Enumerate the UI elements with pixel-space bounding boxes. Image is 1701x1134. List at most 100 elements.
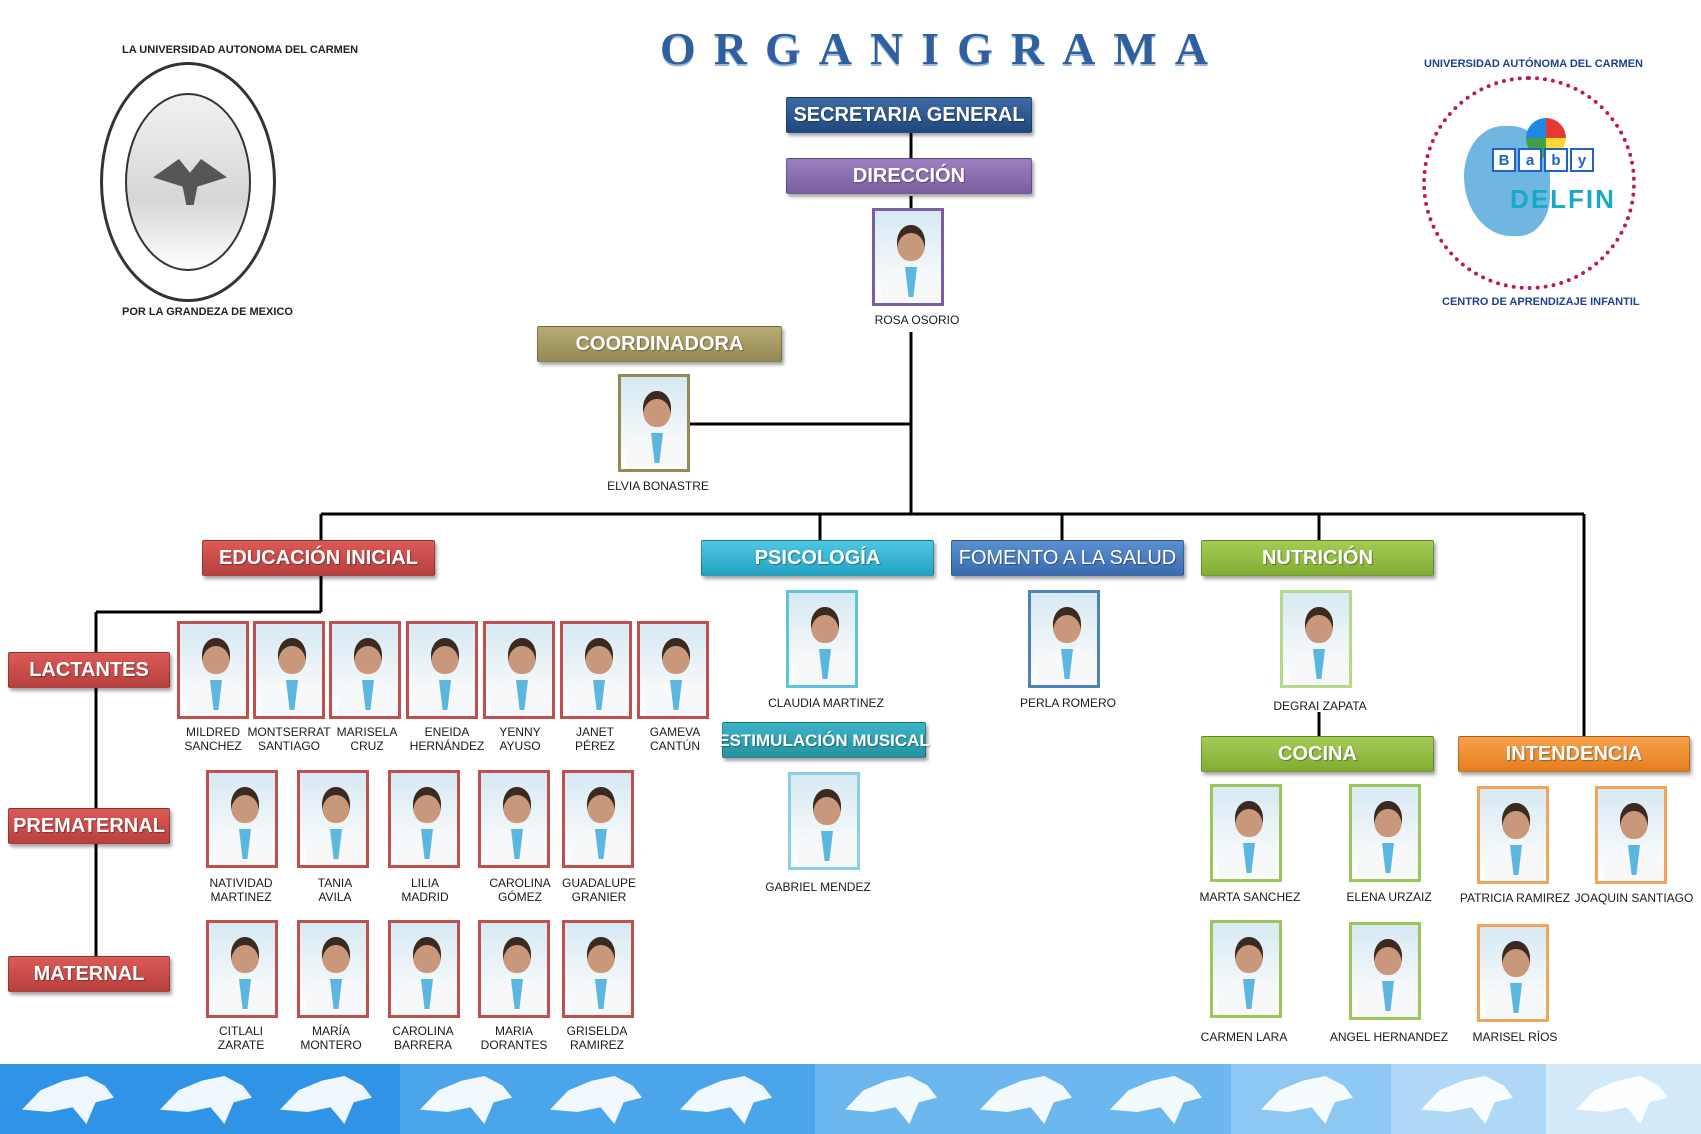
name-estimulacion: GABRIEL MENDEZ bbox=[765, 880, 871, 894]
block-a: a bbox=[1518, 148, 1542, 172]
footer-segment-5 bbox=[1391, 1064, 1546, 1134]
photo-maternal-5 bbox=[562, 920, 634, 1018]
photo-claudia-martinez bbox=[786, 590, 858, 688]
photo-perla-romero bbox=[1028, 590, 1100, 688]
photo-prematernal-2 bbox=[297, 770, 369, 868]
dolphin-icon bbox=[845, 1076, 937, 1124]
name-lactante-2: MONTSERRAT SANTIAGO bbox=[247, 725, 331, 753]
baby-blocks: B a b y bbox=[1492, 148, 1594, 172]
footer-segment-4 bbox=[1231, 1064, 1391, 1134]
dolphin-icon bbox=[1421, 1076, 1513, 1124]
photo-lactante-5 bbox=[483, 621, 555, 719]
name-cocina-4: ANGEL HERNANDEZ bbox=[1329, 1030, 1449, 1044]
block-b: B bbox=[1492, 148, 1516, 172]
photo-cocina-3 bbox=[1210, 920, 1282, 1018]
name-intendencia-2: JOAQUIN SANTIAGO bbox=[1574, 891, 1694, 905]
name-maternal-5: GRISELDA RAMIREZ bbox=[566, 1024, 628, 1052]
logo-ring bbox=[1422, 76, 1636, 290]
name-lactante-5: YENNY AYUSO bbox=[499, 725, 541, 753]
photo-lactante-7 bbox=[637, 621, 709, 719]
seal-text-top: LA UNIVERSIDAD AUTONOMA DEL CARMEN bbox=[122, 44, 359, 56]
photo-maternal-3 bbox=[388, 920, 460, 1018]
name-prematernal-4: CAROLINA GÓMEZ bbox=[489, 876, 551, 904]
name-cocina-1: MARTA SANCHEZ bbox=[1199, 890, 1301, 904]
name-prematernal-2: TANIA AVILA bbox=[317, 876, 353, 904]
box-direccion: DIRECCIÓN bbox=[786, 158, 1032, 194]
dolphin-icon bbox=[680, 1076, 772, 1124]
photo-cocina-1 bbox=[1210, 784, 1282, 882]
photo-prematernal-4 bbox=[478, 770, 550, 868]
block-y: y bbox=[1570, 148, 1594, 172]
name-direccion: ROSA OSORIO bbox=[874, 313, 960, 327]
name-prematernal-3: LILIA MADRID bbox=[401, 876, 449, 904]
name-lactante-6: JANET PÉREZ bbox=[574, 725, 615, 753]
name-prematernal-5: GUADALUPE GRANIER bbox=[561, 876, 637, 904]
dolphin-icon bbox=[420, 1076, 512, 1124]
seal-inner bbox=[125, 93, 251, 271]
box-fomento-salud: FOMENTO A LA SALUD bbox=[951, 540, 1184, 576]
box-coordinadora: COORDINADORA bbox=[537, 326, 782, 362]
footer-segment-2 bbox=[400, 1064, 815, 1134]
name-lactante-1: MILDRED SANCHEZ bbox=[184, 725, 242, 753]
name-prematernal-1: NATIVIDAD MARTINEZ bbox=[209, 876, 273, 904]
photo-maternal-4 bbox=[478, 920, 550, 1018]
photo-maternal-1 bbox=[206, 920, 278, 1018]
photo-intendencia-2 bbox=[1595, 786, 1667, 884]
baby-delfin-logo: B a b y DELFIN bbox=[1418, 70, 1640, 300]
photo-prematernal-3 bbox=[388, 770, 460, 868]
logo-text-top: UNIVERSIDAD AUTÓNOMA DEL CARMEN bbox=[1424, 58, 1643, 70]
dolphin-icon bbox=[280, 1076, 372, 1124]
name-cocina-2: ELENA URZAIZ bbox=[1346, 890, 1432, 904]
photo-degrai-zapata bbox=[1280, 590, 1352, 688]
logo-word: DELFIN bbox=[1510, 184, 1616, 214]
dolphin-icon bbox=[1110, 1076, 1202, 1124]
dolphin-icon bbox=[22, 1076, 114, 1124]
dolphin-icon bbox=[550, 1076, 642, 1124]
name-maternal-1: CITLALI ZARATE bbox=[217, 1024, 265, 1052]
footer-segment-6 bbox=[1546, 1064, 1701, 1134]
name-maternal-3: CAROLINA BARRERA bbox=[392, 1024, 454, 1052]
dolphin-icon bbox=[160, 1076, 252, 1124]
photo-lactante-6 bbox=[560, 621, 632, 719]
dolphin-icon bbox=[1261, 1076, 1353, 1124]
name-psicologia: CLAUDIA MARTINEZ bbox=[768, 696, 884, 710]
photo-rosa-osorio bbox=[872, 208, 944, 306]
photo-intendencia-3 bbox=[1477, 924, 1549, 1022]
photo-lactante-1 bbox=[177, 621, 249, 719]
box-lactantes: LACTANTES bbox=[8, 652, 170, 688]
box-nutricion: NUTRICIÓN bbox=[1201, 540, 1434, 576]
name-intendencia-1: PATRICIA RAMIREZ bbox=[1459, 891, 1571, 905]
university-seal-logo bbox=[100, 62, 276, 302]
name-cocina-3: CARMEN LARA bbox=[1200, 1030, 1288, 1044]
name-lactante-3: MARISELA CRUZ bbox=[336, 725, 398, 753]
photo-gabriel-mendez bbox=[788, 772, 860, 870]
box-maternal: MATERNAL bbox=[8, 956, 170, 992]
footer-segment-3 bbox=[815, 1064, 1231, 1134]
page-title: ORGANIGRAMA bbox=[660, 23, 1226, 74]
logo-text-bottom: CENTRO DE APRENDIZAJE INFANTIL bbox=[1442, 296, 1640, 308]
box-secretaria-general: SECRETARIA GENERAL bbox=[786, 97, 1032, 133]
name-lactante-7: GAMEVA CANTÚN bbox=[649, 725, 701, 753]
photo-lactante-2 bbox=[253, 621, 325, 719]
box-psicologia: PSICOLOGÍA bbox=[701, 540, 934, 576]
dolphin-icon bbox=[1576, 1076, 1668, 1124]
photo-maternal-2 bbox=[297, 920, 369, 1018]
name-maternal-2: MARÍA MONTERO bbox=[300, 1024, 362, 1052]
name-lactante-4: ENEIDA HERNÁNDEZ bbox=[409, 725, 485, 753]
block-b2: b bbox=[1544, 148, 1568, 172]
box-prematernal: PREMATERNAL bbox=[8, 808, 170, 844]
photo-cocina-4 bbox=[1349, 922, 1421, 1020]
seal-text-bottom: POR LA GRANDEZA DE MEXICO bbox=[122, 306, 293, 318]
name-fomento: PERLA ROMERO bbox=[1019, 696, 1117, 710]
box-cocina: COCINA bbox=[1201, 736, 1434, 772]
eagle-icon bbox=[153, 159, 227, 205]
photo-lactante-3 bbox=[329, 621, 401, 719]
name-nutricion: DEGRAI ZAPATA bbox=[1273, 699, 1367, 713]
photo-prematernal-1 bbox=[206, 770, 278, 868]
box-estimulacion-musical: ESTIMULACIÓN MUSICAL bbox=[718, 722, 930, 758]
footer-segment-1 bbox=[0, 1064, 400, 1134]
box-educacion-inicial: EDUCACIÓN INICIAL bbox=[202, 540, 435, 576]
name-maternal-4: MARIA DORANTES bbox=[480, 1024, 548, 1052]
